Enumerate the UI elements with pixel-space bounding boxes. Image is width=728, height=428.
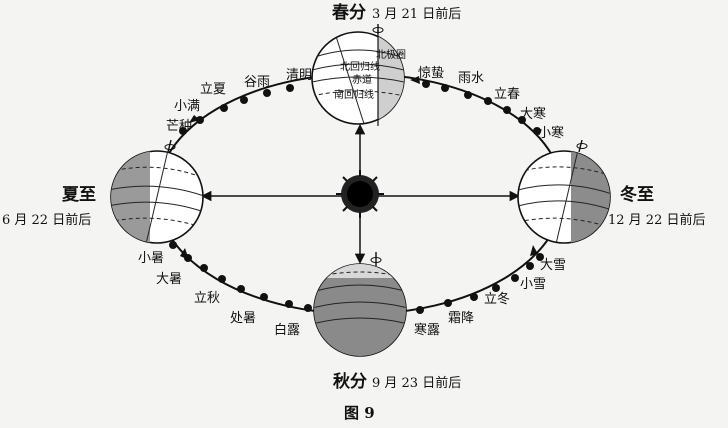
label-equator: 赤道 <box>352 73 372 86</box>
term-chushu: 处暑 <box>230 311 256 326</box>
winter-solstice-name: 冬至 <box>620 184 654 205</box>
term-lixia: 立夏 <box>200 82 226 97</box>
term-lichun: 立春 <box>494 87 520 102</box>
spring-equinox-name: 春分 <box>332 2 366 23</box>
spring-equinox-date: 3 月 21 日前后 <box>372 6 461 22</box>
earth-summer-solstice <box>110 139 204 244</box>
orbit-arrow-right-bottom <box>530 245 538 256</box>
term-daxue: 大雪 <box>540 258 566 273</box>
earth-autumn-equinox <box>313 252 407 357</box>
label-tropic-cancer: 北回归线 <box>340 60 380 73</box>
autumn-equinox-date: 9 月 23 日前后 <box>372 375 461 391</box>
autumn-equinox-name: 秋分 <box>333 371 367 392</box>
sun-icon <box>336 170 384 218</box>
label-arctic-circle: 北极圈 <box>376 48 406 61</box>
term-dahan: 大寒 <box>520 106 546 122</box>
orbit-arrow-right-top <box>410 76 420 84</box>
solar-term-dots <box>169 80 544 314</box>
term-shuangjiang: 霜降 <box>448 311 474 326</box>
earth-winter-solstice <box>517 139 611 244</box>
term-liqiu: 立秋 <box>194 291 220 306</box>
term-yushui: 雨水 <box>458 71 484 86</box>
term-xiaohan: 小寒 <box>538 125 564 141</box>
figure-caption: 图 9 <box>344 404 375 422</box>
orbit-arrow-left-top <box>189 115 200 123</box>
term-xiaoshu: 小暑 <box>138 251 164 266</box>
term-hanlu: 寒露 <box>414 322 440 338</box>
term-dashu: 大暑 <box>156 272 182 287</box>
term-xiaoman: 小满 <box>174 99 200 114</box>
earth-spring-equinox: 北极圈 北回归线 赤道 南回归线 <box>311 24 406 126</box>
summer-solstice-date: 6 月 22 日前后 <box>2 212 91 228</box>
term-mangzhong: 芒种 <box>166 118 192 134</box>
term-xiaoxue: 小雪 <box>520 277 546 292</box>
term-lidong: 立冬 <box>484 291 510 307</box>
term-jingzhe: 惊蛰 <box>418 66 444 81</box>
winter-solstice-date: 12 月 22 日前后 <box>608 212 705 228</box>
term-guyu: 谷雨 <box>244 75 270 90</box>
summer-solstice-name: 夏至 <box>62 185 96 205</box>
term-qingming: 清明 <box>286 68 312 83</box>
label-tropic-capricorn: 南回归线 <box>334 88 374 101</box>
term-bailu: 白露 <box>274 322 300 338</box>
solar-term-labels: 清明 谷雨 立夏 小满 芒种 小暑 大暑 立秋 处暑 白露 寒露 霜降 立冬 小… <box>138 66 566 338</box>
